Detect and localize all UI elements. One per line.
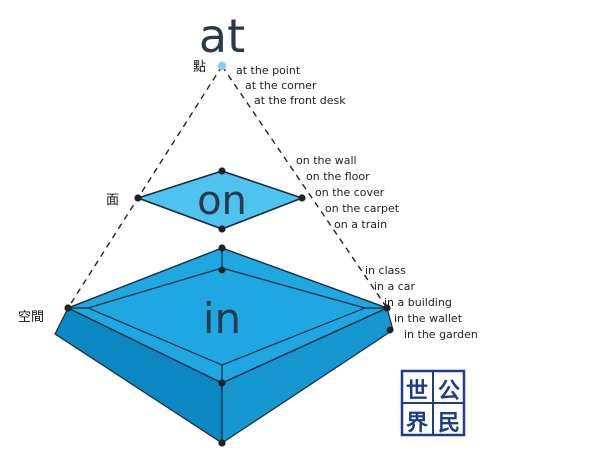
logo-char: 界	[406, 411, 428, 436]
label-point: 點	[193, 60, 206, 75]
in-phrase: in the garden	[404, 328, 478, 341]
on-vertex-top	[218, 167, 226, 175]
logo: 世 公 界 民	[400, 369, 466, 437]
at-phrase: at the corner	[245, 79, 317, 92]
on-phrases: on the wall on the floor on the cover on…	[296, 154, 400, 231]
in-vertex-bottom-outer	[218, 439, 226, 447]
in-phrases: in class in a car in a building in the w…	[365, 264, 478, 341]
in-phrase: in a building	[384, 296, 452, 309]
on-phrase: on a train	[334, 218, 387, 231]
logo-char: 民	[438, 411, 460, 436]
on-phrase: on the cover	[315, 186, 385, 199]
word-at: at	[199, 9, 245, 63]
in-vertex-top-inner	[218, 266, 226, 274]
label-space: 空間	[18, 310, 44, 325]
at-phrase: at the front desk	[254, 94, 346, 107]
in-vertex-left	[64, 304, 72, 312]
on-phrase: on the wall	[296, 154, 357, 167]
in-vertex-right-outer	[386, 326, 394, 334]
in-phrase: in a car	[374, 280, 416, 293]
word-in: in	[203, 294, 241, 343]
in-vertex-top	[218, 244, 226, 252]
on-vertex-right	[298, 194, 306, 202]
at-phrases: at the point at the corner at the front …	[236, 64, 346, 107]
word-on: on	[197, 178, 247, 224]
in-phrase: in the wallet	[394, 312, 463, 325]
on-plane: on	[134, 167, 306, 233]
in-vertex-right	[383, 304, 391, 312]
on-phrase: on the carpet	[325, 202, 400, 215]
on-vertex-left	[134, 194, 142, 202]
on-vertex-bottom	[218, 225, 226, 233]
label-plane: 面	[106, 193, 119, 208]
at-phrase: at the point	[236, 64, 301, 77]
right-edge	[221, 65, 388, 309]
in-phrase: in class	[365, 264, 406, 277]
on-phrase: on the floor	[306, 170, 370, 183]
logo-char: 世	[406, 379, 428, 404]
in-box: in	[54, 244, 394, 447]
apex-dot	[217, 61, 227, 71]
left-edge	[67, 65, 223, 309]
pyramid-edges	[67, 65, 388, 309]
logo-char: 公	[438, 379, 460, 404]
at-point: at	[199, 9, 245, 71]
in-vertex-bottom	[218, 379, 226, 387]
